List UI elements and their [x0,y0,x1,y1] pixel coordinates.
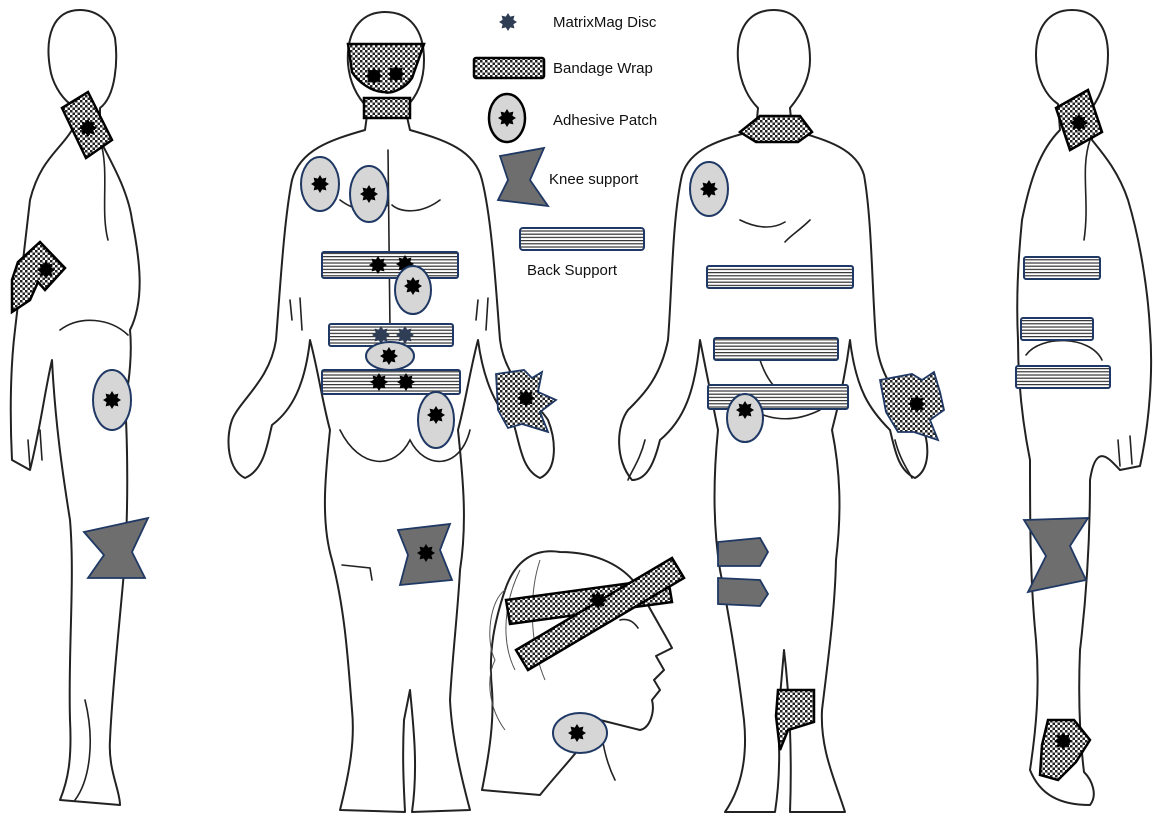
legend-item-patch: Adhesive Patch [489,94,657,142]
legend-item-knee: Knee support [498,148,639,206]
hip-disc-1-icon [370,373,388,391]
chest-support [707,266,853,288]
neck-profile-disc-icon [568,724,586,742]
legend-wrap-label: Bandage Wrap [553,60,653,77]
knee-support-icon [498,148,548,206]
front-wrist-disc-icon [908,395,926,413]
legend-knee-label: Knee support [549,171,639,188]
hip-disc-icon [103,391,121,409]
legend-item-back: Back Support [520,228,644,279]
checkered-bandage-icon [474,58,544,78]
legend-item-wrap: Bandage Wrap [474,58,653,78]
chest-support-right [1024,257,1100,279]
legend-patch-label: Adhesive Patch [553,112,657,129]
neck-disc-icon [79,119,97,137]
waist-support-front [714,338,838,360]
hip-disc-2-icon [397,373,415,391]
legend: MatrixMag Disc Bandage Wrap Adhesive Pat… [474,13,657,279]
knee-support-upper [718,538,768,566]
headband-disc-icon [589,591,607,609]
neck-wrap-back [364,98,410,118]
lower-back-disc-icon [404,277,422,295]
upper-back-disc-1-icon [369,256,387,274]
front-shoulder-disc-icon [700,180,718,198]
legend-back-label: Back Support [527,262,618,279]
head-disc-right-icon [387,65,405,83]
hip-support [322,370,460,394]
legend-disc-label: MatrixMag Disc [553,14,657,31]
legend-item-disc: MatrixMag Disc [499,13,657,31]
starburst-disc-icon [499,13,517,31]
glute-disc-icon [427,406,445,424]
waist-support-right [1021,318,1093,340]
striped-back-support-icon [520,228,644,250]
head-disc-left-icon [365,67,383,85]
knee-support-lower [718,578,768,606]
knee-disc-icon [417,544,435,562]
wrist-disc-icon [517,389,535,407]
sacrum-disc-icon [380,347,398,365]
elbow-disc-icon [37,261,55,279]
upper-back-support [322,252,458,278]
right-neck-disc-icon [1070,114,1088,132]
groin-disc-icon [736,401,754,419]
hip-support-right [1016,366,1110,388]
shoulder-disc-right-icon [360,185,378,203]
neck-wrap-front [740,116,812,142]
waist-disc-2-icon [396,326,414,344]
right-ankle-disc-icon [1054,732,1072,750]
shoulder-disc-left-icon [311,175,329,193]
